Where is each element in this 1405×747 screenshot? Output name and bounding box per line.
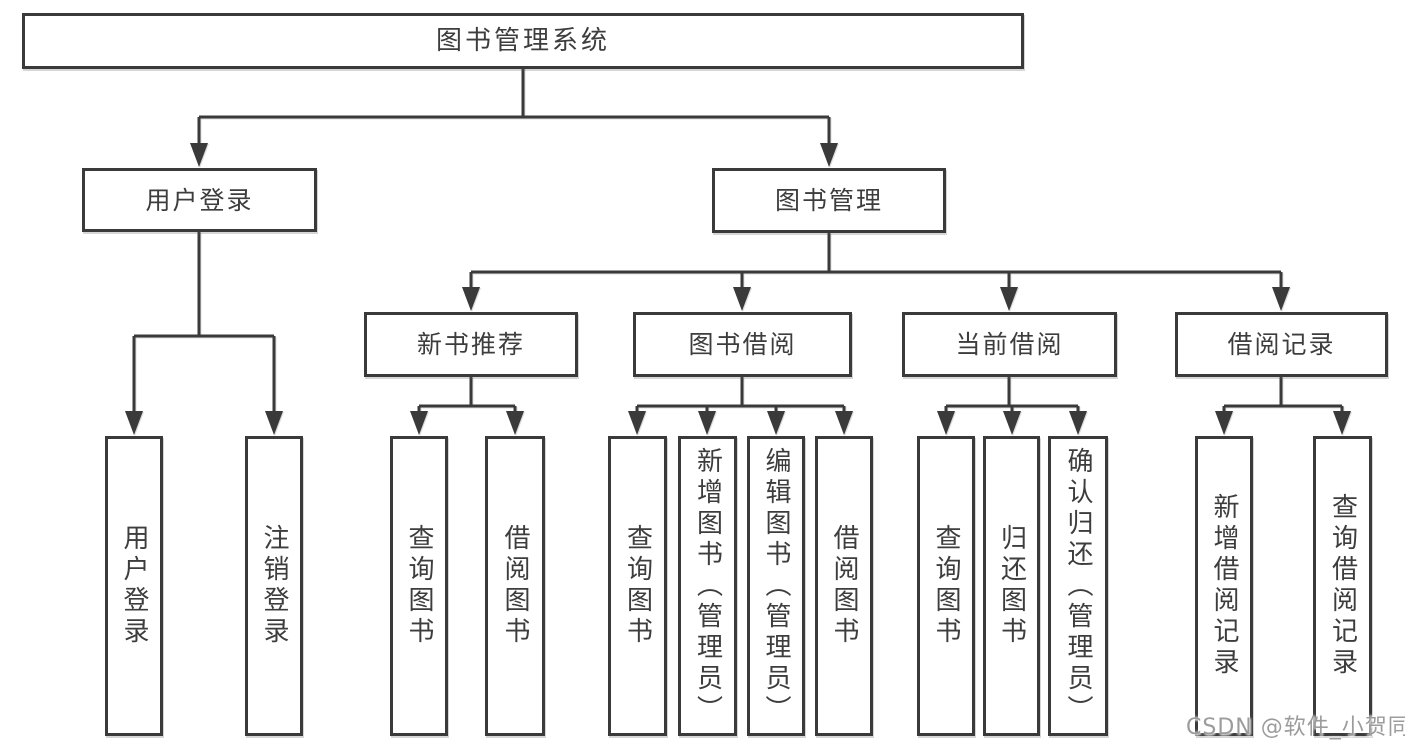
arrowhead [937,411,955,435]
leaf-query-books-borrowing: 查询图书 [608,436,667,736]
leaf-query-books-current: 查询图书 [917,436,975,736]
node-label: 图书管理系统 [435,26,610,56]
node-library-management-system: 图书管理系统 [22,13,1024,69]
node-label: 查询图书 [931,524,961,648]
node-label: 查询图书 [622,524,653,648]
leaf-add-book-admin: 新增图书（管理员） [678,436,737,736]
leaf-user-login: 用户登录 [105,436,163,736]
arrowhead [265,411,283,435]
node-label: 用户登录 [145,185,254,215]
node-book-management: 图书管理 [712,168,946,233]
node-book-borrowing: 图书借阅 [633,312,852,377]
node-label: 借阅记录 [1227,330,1336,359]
node-user-login: 用户登录 [82,168,317,232]
node-label: 查询图书 [404,524,434,648]
node-label: 新增借阅记录 [1209,493,1239,679]
leaf-query-books-recommend: 查询图书 [390,436,448,736]
node-label: 图书借阅 [688,330,797,359]
arrowhead [1272,287,1290,311]
node-label: 归还图书 [996,524,1027,648]
arrowhead [1333,411,1351,435]
node-current-borrowing: 当前借阅 [902,312,1117,377]
arrowhead [698,411,716,435]
node-label: 查询借阅记录 [1327,493,1358,679]
node-label: 用户登录 [119,524,149,648]
leaf-add-borrow-record: 新增借阅记录 [1195,436,1253,736]
arrowhead [1215,411,1233,435]
leaf-borrow-books-borrowing: 借阅图书 [815,436,873,736]
arrowhead [733,287,751,311]
node-label: 注销登录 [259,524,289,648]
arrowhead [628,411,646,435]
csdn-watermark: CSDN @软件_小贺同学 [1186,715,1405,740]
leaf-query-borrow-record: 查询借阅记录 [1313,436,1372,736]
arrowhead [410,411,428,435]
tree-connectors [132,68,1344,415]
leaf-return-books: 归还图书 [983,436,1040,736]
arrowhead [506,411,524,435]
node-new-book-recommend: 新书推荐 [364,312,578,377]
arrowheads [125,143,1351,435]
node-label: 编辑图书（管理员） [761,446,791,726]
node-borrowing-records: 借阅记录 [1175,312,1388,377]
arrowhead [462,287,480,311]
arrowhead [820,143,838,167]
arrowhead [1069,411,1087,435]
node-label: 新增图书（管理员） [692,446,723,726]
node-label: 借阅图书 [829,524,859,648]
arrowhead [190,143,208,167]
leaf-logout: 注销登录 [245,436,303,736]
arrowhead [835,411,853,435]
node-label: 当前借阅 [955,330,1064,359]
leaf-edit-book-admin: 编辑图书（管理员） [747,436,805,736]
leaf-borrow-books-recommend: 借阅图书 [485,436,545,736]
leaf-confirm-return-admin: 确认归还（管理员） [1048,436,1108,736]
node-label: 新书推荐 [416,330,525,359]
node-label: 确认归还（管理员） [1063,446,1093,726]
arrowhead [1003,411,1021,435]
arrowhead [125,411,143,435]
node-label: 图书管理 [774,186,883,215]
arrowhead [767,411,785,435]
arrowhead [1000,287,1018,311]
node-label: 借阅图书 [500,524,530,648]
